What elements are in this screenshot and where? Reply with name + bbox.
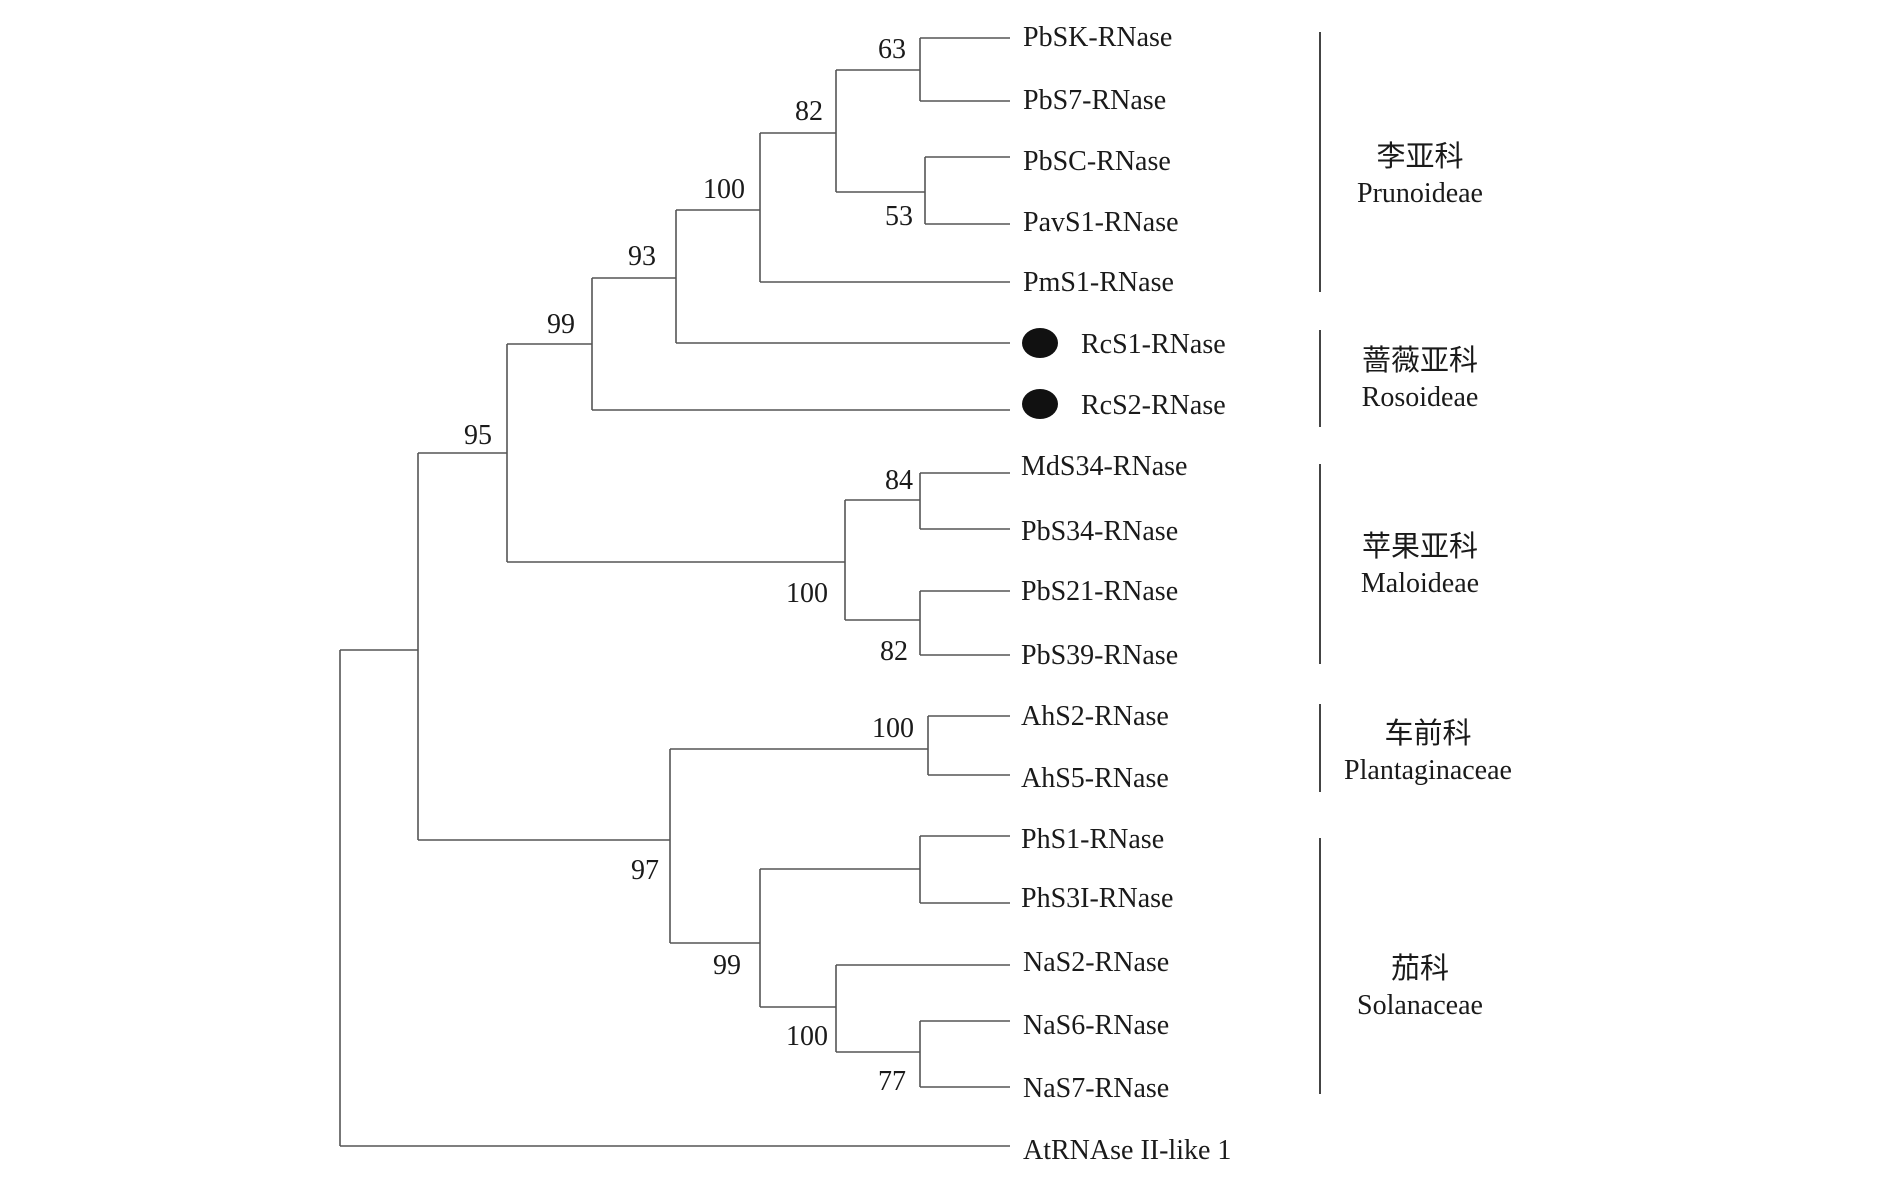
group-name-cn: 车前科 xyxy=(1384,717,1471,750)
group-name-cn: 李亚科 xyxy=(1376,140,1463,173)
group-name-cn: 茄科 xyxy=(1391,952,1449,985)
bootstrap-values: 63 82 53 100 93 99 84 82 100 95 100 77 1… xyxy=(464,34,914,1097)
leaf-labels: PbSK-RNase PbS7-RNase PbSC-RNase PavS1-R… xyxy=(1021,22,1231,1166)
leaf-label: PbSK-RNase xyxy=(1023,22,1172,53)
leaf-label: PbSC-RNase xyxy=(1023,146,1171,177)
taxon-groups: 李亚科 Prunoideae 蔷薇亚科 Rosoideae 苹果亚科 Maloi… xyxy=(1319,32,1512,1094)
bootstrap-value: 63 xyxy=(878,34,906,65)
leaf-label: NaS7-RNase xyxy=(1023,1073,1169,1104)
bootstrap-value: 100 xyxy=(703,174,745,205)
bootstrap-value: 97 xyxy=(631,855,659,886)
leaf-label: PmS1-RNase xyxy=(1023,267,1174,298)
leaf-label: PbS34-RNase xyxy=(1021,516,1178,547)
group-name-cn: 蔷薇亚科 xyxy=(1362,344,1478,377)
bootstrap-value: 77 xyxy=(878,1066,906,1097)
rcs2-marker-icon xyxy=(1022,389,1058,419)
group-name-en: Plantaginaceae xyxy=(1344,755,1512,786)
bootstrap-value: 82 xyxy=(795,96,823,127)
leaf-label: AhS2-RNase xyxy=(1021,701,1169,732)
leaf-label: PbS21-RNase xyxy=(1021,576,1178,607)
leaf-label: MdS34-RNase xyxy=(1021,451,1187,482)
leaf-label: AhS5-RNase xyxy=(1021,763,1169,794)
leaf-label: PbS39-RNase xyxy=(1021,640,1178,671)
leaf-label: AtRNAse II-like 1 xyxy=(1023,1135,1231,1166)
bootstrap-value: 100 xyxy=(872,713,914,744)
bootstrap-value: 99 xyxy=(713,950,741,981)
bootstrap-value: 84 xyxy=(885,465,913,496)
leaf-label: PavS1-RNase xyxy=(1023,207,1179,238)
group-name-en: Prunoideae xyxy=(1357,178,1483,209)
group-name-en: Rosoideae xyxy=(1362,382,1479,413)
leaf-label: RcS2-RNase xyxy=(1081,390,1226,421)
bootstrap-value: 82 xyxy=(880,636,908,667)
group-name-en: Maloideae xyxy=(1361,568,1479,599)
group-name-en: Solanaceae xyxy=(1357,990,1483,1021)
markers xyxy=(1022,328,1058,419)
bootstrap-value: 95 xyxy=(464,420,492,451)
bootstrap-value: 100 xyxy=(786,578,828,609)
leaf-label: NaS6-RNase xyxy=(1023,1010,1169,1041)
leaf-label: RcS1-RNase xyxy=(1081,329,1226,360)
rcs1-marker-icon xyxy=(1022,328,1058,358)
bootstrap-value: 99 xyxy=(547,309,575,340)
leaf-label: PbS7-RNase xyxy=(1023,85,1166,116)
bootstrap-value: 53 xyxy=(885,201,913,232)
bootstrap-value: 100 xyxy=(786,1021,828,1052)
bootstrap-value: 93 xyxy=(628,241,656,272)
tree-branches xyxy=(339,37,1010,1147)
leaf-label: PhS3I-RNase xyxy=(1021,883,1173,914)
leaf-label: PhS1-RNase xyxy=(1021,824,1164,855)
group-name-cn: 苹果亚科 xyxy=(1362,530,1478,563)
leaf-label: NaS2-RNase xyxy=(1023,947,1169,978)
